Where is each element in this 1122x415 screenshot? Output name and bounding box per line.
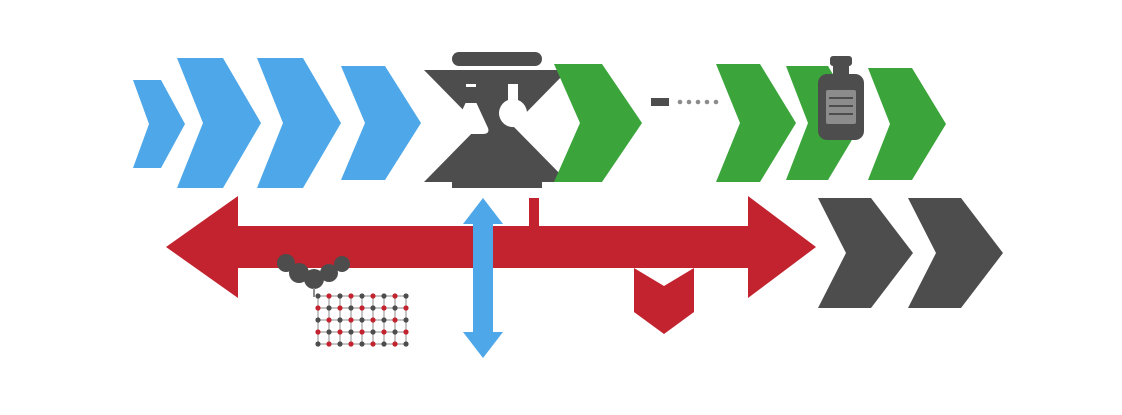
dark-arrow-1: [818, 198, 913, 308]
crystal-lattice: [315, 293, 409, 347]
apparatus-base-line: [452, 182, 542, 188]
reagent-bottle-icon: [818, 56, 864, 140]
molecule-cluster: [277, 254, 350, 289]
apparatus-body: [424, 70, 568, 182]
flask-label: [464, 87, 477, 103]
blue-arrow-1: [133, 80, 185, 168]
red-arrowhead-right: [748, 196, 816, 298]
apparatus-top-bar: [452, 52, 542, 66]
blue-vertical-arrow: [463, 198, 503, 358]
green-arrow-2: [716, 64, 796, 182]
blue-arrow-2: [177, 58, 261, 188]
green-arrow-1: [554, 64, 642, 182]
erlenmeyer-flask-icon: [453, 84, 489, 134]
red-arrowhead-left: [166, 196, 238, 298]
dark-arrow-2: [908, 198, 1003, 308]
red-arrow-down: [634, 268, 694, 334]
blue-arrow-4: [341, 66, 421, 180]
blue-arrow-3: [257, 58, 341, 188]
ellipsis-dots: [677, 99, 719, 105]
minus-dash: [651, 98, 669, 106]
red-tick: [529, 198, 539, 228]
round-flask-icon: [499, 84, 527, 128]
green-arrow-4: [868, 68, 946, 180]
